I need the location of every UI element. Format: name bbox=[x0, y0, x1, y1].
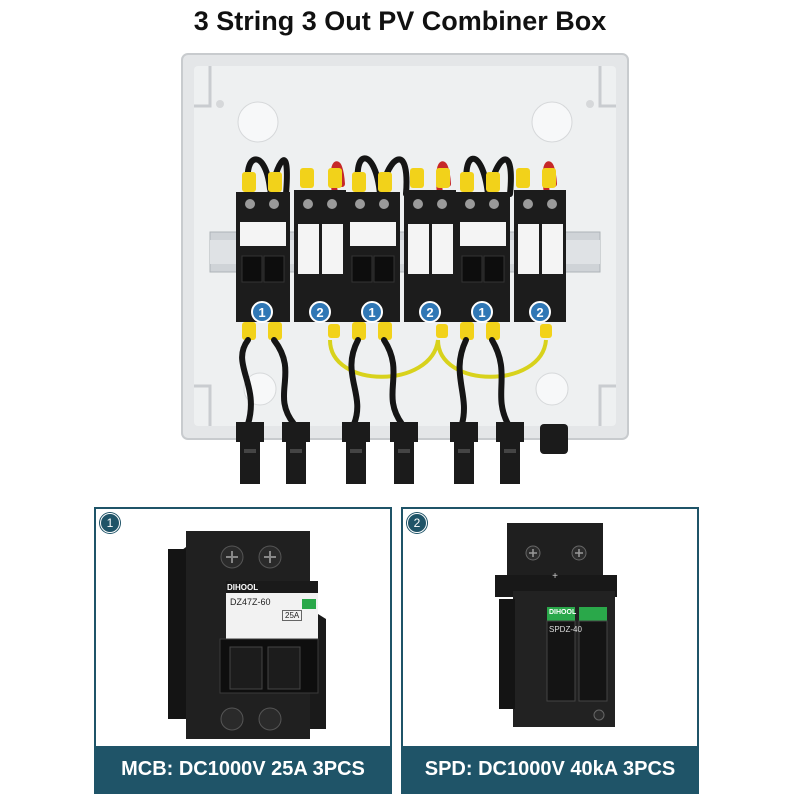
mcb-breaker-image bbox=[168, 531, 326, 739]
spd-model: SPDZ-40 bbox=[549, 625, 582, 634]
svg-text:1: 1 bbox=[258, 305, 265, 320]
spd-surge-protector-image: + bbox=[495, 523, 617, 727]
svg-text:+: + bbox=[552, 571, 558, 582]
mcb-caption: MCB: DC1000V 25A 3PCS bbox=[96, 746, 390, 792]
mcb-brand: DIHOOL bbox=[227, 583, 259, 592]
svg-text:2: 2 bbox=[536, 305, 543, 320]
spd-panel: 2 + DIHOOL SPDZ-40 SPD: DC1000V 40kA 3PC… bbox=[401, 507, 699, 794]
mcb-model: DZ47Z-60 bbox=[230, 597, 271, 607]
spd-caption: SPD: DC1000V 40kA 3PCS bbox=[403, 746, 697, 792]
svg-text:2: 2 bbox=[426, 305, 433, 320]
combiner-box-photo: 1 2 1 2 1 2 bbox=[181, 53, 629, 484]
svg-text:1: 1 bbox=[478, 305, 485, 320]
panel-number-badge: 2 bbox=[407, 513, 427, 533]
mcb-panel: 1 DIHOOL DZ47Z-60 25A MCB: DC1000V 25A 3… bbox=[94, 507, 392, 794]
mcb-rating: 25A bbox=[282, 610, 303, 621]
page-title: 3 String 3 Out PV Combiner Box bbox=[193, 6, 607, 36]
spd-brand: DIHOOL bbox=[549, 609, 577, 616]
panel-number-badge: 1 bbox=[100, 513, 120, 533]
svg-text:1: 1 bbox=[368, 305, 375, 320]
svg-text:2: 2 bbox=[316, 305, 323, 320]
